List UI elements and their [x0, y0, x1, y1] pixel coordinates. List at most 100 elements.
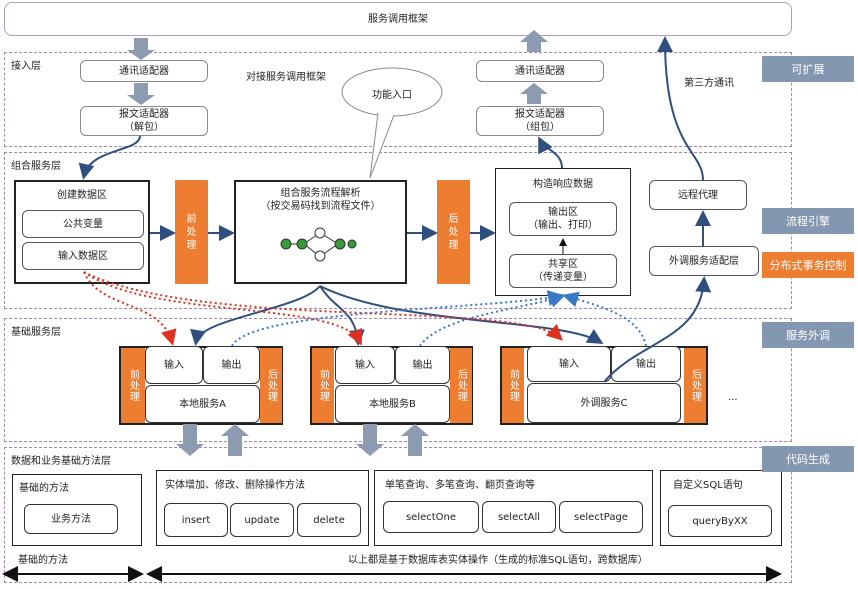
select-one-label: selectOne: [405, 511, 457, 523]
service-c-name: 外调服务C: [580, 397, 628, 409]
function-entry-label: 功能入口: [372, 90, 412, 101]
tag-code-gen-label: 代码生成: [786, 453, 830, 466]
tag-code-gen: 代码生成: [762, 446, 854, 472]
service-b-input-label: 输入: [355, 359, 375, 371]
response-data-title: 构造响应数据: [533, 179, 593, 190]
service-a-output-label: 输出: [221, 359, 242, 371]
public-vars-box: 公共变量: [22, 210, 144, 238]
bottom-basic-method-label: 基础的方法: [18, 555, 68, 566]
outsource-adapter-box: 外调服务适配层: [649, 246, 759, 276]
service-b-pre-label: 前处理: [317, 369, 329, 402]
service-b-post: 后处理: [450, 348, 472, 423]
tag-external-call: 服务外调: [762, 322, 854, 348]
more-services-ellipsis: ...: [728, 392, 738, 403]
service-c-output-label: 输出: [636, 358, 656, 370]
input-data-label: 输入数据区: [58, 250, 108, 262]
delete-method: delete: [297, 503, 361, 537]
tag-flow-engine-label: 流程引擎: [786, 215, 830, 228]
service-c-pre-label: 前处理: [507, 369, 519, 402]
service-b-name: 本地服务B: [369, 398, 416, 410]
comm-adapter-right: 通讯适配器: [476, 60, 604, 82]
select-all-label: selectAll: [497, 511, 541, 523]
third-party-label: 第三方通讯: [684, 78, 734, 89]
service-c-post: 后处理: [684, 348, 706, 423]
composite-layer-label: 组合服务层: [11, 161, 61, 172]
outsource-adapter-label: 外调服务适配层: [669, 255, 739, 267]
access-layer-label: 接入层: [11, 61, 41, 72]
pre-processing-block: 前 处 理: [175, 180, 208, 284]
shared-area-box: 共享区 （传递变量）: [509, 254, 617, 288]
insert-method: insert: [164, 503, 228, 537]
post-processing-label: 后 处 理: [448, 213, 459, 251]
select-one-method: selectOne: [383, 501, 479, 533]
select-all-method: selectAll: [482, 501, 556, 533]
query-title: 单笔查询、多笔查询、翻页查询等: [385, 480, 535, 491]
bottom-db-note: 以上都是基于数据库表实体操作（生成的标准SQL语句，跨数据库）: [348, 555, 648, 566]
service-b-input: 输入: [335, 346, 395, 384]
crud-title: 实体增加、修改、删除操作方法: [165, 480, 305, 491]
service-b-body: 本地服务B: [335, 385, 450, 423]
access-hint: 对接服务调用框架: [246, 72, 326, 83]
service-a-post: 后处理: [260, 348, 282, 423]
service-a-post-label: 后处理: [265, 369, 277, 402]
service-a-pre-label: 前处理: [127, 369, 139, 402]
create-data-title: 创建数据区: [57, 190, 107, 201]
msg-adapter-right-label: 报文适配器 （组包）: [515, 109, 565, 133]
tag-extensible-label: 可扩展: [791, 63, 825, 76]
comm-adapter-left: 通讯适配器: [80, 60, 208, 82]
remote-proxy-box: 远程代理: [649, 180, 747, 210]
service-c-body: 外调服务C: [527, 383, 681, 423]
service-a-input-label: 输入: [164, 359, 184, 371]
service-c-pre: 前处理: [502, 348, 524, 423]
flow-parse-box: 组合服务流程解析 （按交易码找到流程文件）: [234, 180, 407, 284]
service-a-pre: 前处理: [121, 348, 145, 423]
query-by-xx-label: queryByXX: [692, 515, 748, 527]
framework-title-box: 服务调用框架: [4, 2, 792, 36]
data-layer-label: 数据和业务基础方法层: [11, 456, 111, 467]
flow-parse-title: 组合服务流程解析 （按交易码找到流程文件）: [260, 188, 381, 212]
service-b-post-label: 后处理: [455, 369, 467, 402]
access-layer: 接入层: [4, 52, 792, 147]
service-a-name: 本地服务A: [179, 398, 226, 410]
basic-method-title: 基础的方法: [19, 483, 69, 494]
service-c-output: 输出: [611, 346, 681, 382]
service-c-input: 输入: [527, 346, 611, 382]
tag-external-call-label: 服务外调: [786, 329, 830, 342]
query-by-xx-method: queryByXX: [668, 505, 772, 537]
framework-title: 服务调用框架: [368, 13, 428, 25]
msg-adapter-left-label: 报文适配器 （解包）: [119, 109, 169, 133]
business-method-box: 业务方法: [24, 504, 118, 534]
output-area-label: 输出区 （输出、打印）: [528, 207, 598, 231]
tag-extensible: 可扩展: [762, 56, 854, 82]
msg-adapter-right: 报文适配器 （组包）: [476, 106, 604, 136]
msg-adapter-left: 报文适配器 （解包）: [80, 106, 208, 136]
service-b-pre: 前处理: [312, 348, 334, 423]
comm-adapter-left-label: 通讯适配器: [119, 65, 169, 77]
tag-distributed-tx: 分布式事务控制: [762, 252, 854, 278]
pre-processing-label: 前 处 理: [186, 213, 197, 251]
update-method: update: [230, 503, 294, 537]
public-vars-label: 公共变量: [63, 218, 103, 230]
input-data-box: 输入数据区: [22, 242, 144, 270]
service-b-output: 输出: [395, 346, 450, 384]
service-a-output: 输出: [203, 346, 260, 384]
output-area-box: 输出区 （输出、打印）: [509, 202, 617, 236]
insert-label: insert: [181, 514, 211, 526]
business-method-label: 业务方法: [51, 513, 91, 525]
data-layer: 数据和业务基础方法层: [4, 447, 792, 583]
service-c-input-label: 输入: [559, 358, 579, 370]
post-processing-block: 后 处 理: [437, 180, 470, 284]
select-page-method: selectPage: [559, 501, 643, 533]
shared-area-label: 共享区 （传递变量）: [533, 259, 593, 283]
service-a-body: 本地服务A: [145, 385, 260, 423]
service-c-post-label: 后处理: [689, 369, 701, 402]
remote-proxy-label: 远程代理: [678, 189, 718, 201]
tag-flow-engine: 流程引擎: [762, 208, 854, 234]
update-label: update: [244, 514, 280, 526]
service-b-output-label: 输出: [412, 359, 433, 371]
delete-label: delete: [313, 514, 345, 526]
comm-adapter-right-label: 通讯适配器: [515, 65, 565, 77]
tag-distributed-tx-label: 分布式事务控制: [769, 259, 847, 272]
custom-sql-title: 自定义SQL语句: [673, 480, 743, 491]
select-page-label: selectPage: [574, 511, 628, 523]
